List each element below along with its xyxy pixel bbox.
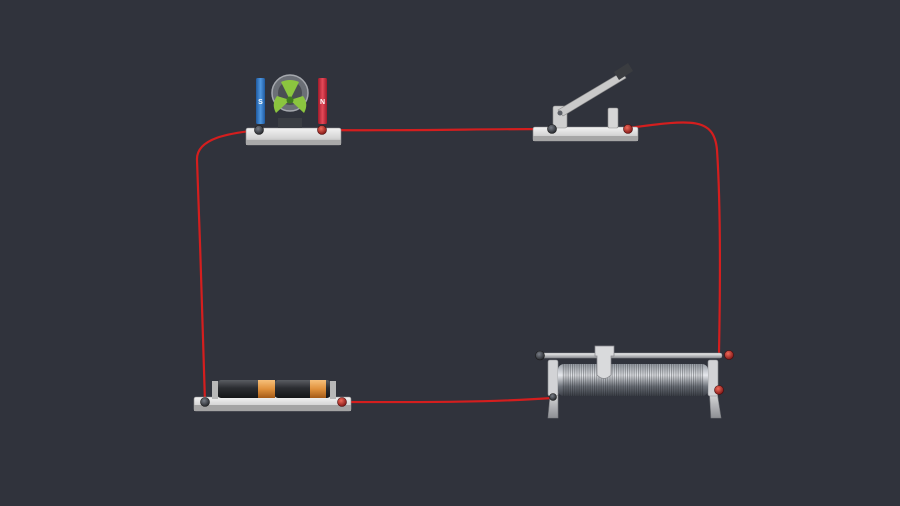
knife-switch[interactable]: [532, 63, 639, 142]
rotor-icon: [273, 80, 307, 113]
battery-base-front: [194, 405, 351, 411]
wires: [195, 121, 721, 404]
battery-holder[interactable]: [193, 380, 352, 412]
switch-pivot: [557, 110, 563, 116]
battery-terminal-left[interactable]: [200, 397, 210, 407]
wire-battery-to-motor[interactable]: [195, 128, 261, 404]
rheostat-rail: [539, 352, 723, 359]
rheostat-terminal-top[interactable]: [724, 350, 734, 360]
motor-terminal-right[interactable]: [317, 125, 327, 135]
brush-left: [278, 118, 302, 128]
battery-terminal-right[interactable]: [337, 397, 347, 407]
dc-motor[interactable]: S N: [245, 74, 342, 146]
rheostat-rail-knob[interactable]: [535, 350, 545, 361]
battery-clip-left: [212, 381, 218, 399]
motor-base-front: [246, 140, 341, 145]
rheostat-terminal-bottom[interactable]: [714, 385, 724, 395]
wire-motor-to-switch[interactable]: [320, 127, 554, 132]
magnet-south-label: S: [258, 99, 263, 106]
battery-cell-1: [218, 380, 275, 398]
switch-terminal-right[interactable]: [623, 124, 633, 134]
battery-clip-right: [330, 381, 336, 399]
rheostat[interactable]: [535, 345, 734, 419]
rheostat-end-left: [547, 359, 559, 397]
rheostat-slider[interactable]: [594, 345, 615, 379]
switch-clip: [607, 107, 619, 129]
switch-terminal-left[interactable]: [547, 124, 557, 134]
rheostat-coil-windings: [562, 364, 704, 396]
wire-switch-to-rheostat[interactable]: [626, 121, 721, 354]
motor-terminal-left[interactable]: [254, 125, 264, 135]
battery-cell-2: [275, 380, 330, 398]
wire-rheostat-to-battery[interactable]: [340, 396, 555, 404]
switch-base-front: [533, 136, 638, 141]
magnet-north: N: [318, 78, 327, 124]
switch-handle-icon[interactable]: [614, 63, 633, 80]
magnet-north-label: N: [320, 99, 325, 106]
magnet-south: S: [256, 78, 265, 124]
rheostat-terminal-left[interactable]: [549, 393, 557, 401]
